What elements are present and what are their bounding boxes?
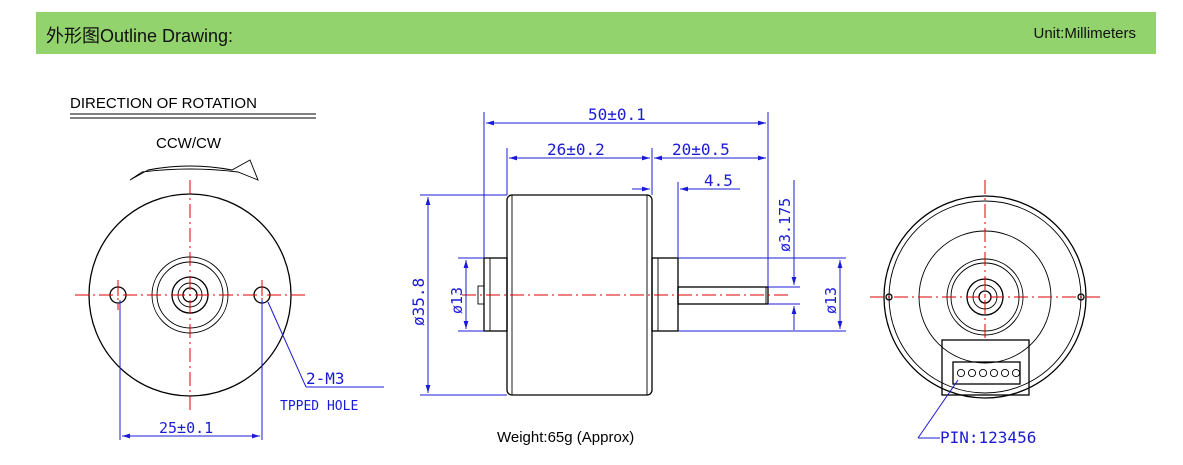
- pin-leader-line: [917, 379, 959, 439]
- rear-bearing-cap: [477, 285, 485, 305]
- header-bar: 外形图Outline Drawing: Unit:Millimeters: [36, 12, 1156, 54]
- rear-mark-right: [1077, 293, 1085, 301]
- shaft-diameter-label: ø3.175: [776, 198, 794, 252]
- rotation-arrow-icon: [129, 159, 259, 181]
- overall-length-label: 50±0.1: [588, 105, 646, 124]
- connector-pin-5: [1000, 368, 1010, 378]
- rear-mark-left: [885, 293, 893, 301]
- hole-label: 2-M3: [306, 369, 345, 388]
- weight-label: Weight:65g (Approx): [497, 429, 634, 446]
- body-length-label: 26±0.2: [547, 140, 605, 159]
- connector-pin-6: [1011, 368, 1021, 378]
- unit-label: Unit:Millimeters: [1033, 25, 1136, 42]
- rear-view: PIN:123456: [870, 180, 1100, 447]
- connector-pin-4: [989, 368, 999, 378]
- hole-spacing-label: 25±0.1: [159, 419, 213, 437]
- header-title: 外形图Outline Drawing:: [46, 22, 233, 48]
- shaft-length-label: 20±0.5: [672, 140, 730, 159]
- side-view: 50±0.1 26±0.2 20±0.5 4.5 ø3.175 ø13 ø13: [409, 105, 846, 446]
- hole-sub-label: TPPED HOLE: [280, 399, 358, 414]
- boss-diameter-right-label: ø13: [822, 287, 840, 314]
- hole-leader-line: [267, 301, 307, 388]
- front-view: DIRECTION OF ROTATION CCW/CW 25±0.1 2-M3…: [70, 95, 384, 440]
- rotation-label: CCW/CW: [156, 135, 222, 152]
- connector-pin-2: [967, 368, 977, 378]
- step-length-label: 4.5: [704, 171, 733, 190]
- connector-housing: [941, 339, 1030, 396]
- boss-diameter-left-label: ø13: [448, 287, 466, 314]
- connector-pin-1: [956, 368, 966, 378]
- body-diameter-label: ø35.8: [409, 278, 428, 326]
- connector-pin-3: [978, 368, 988, 378]
- header-title-cn: 外形图: [46, 26, 100, 47]
- direction-label: DIRECTION OF ROTATION: [70, 95, 257, 112]
- header-title-en: Outline Drawing:: [100, 26, 234, 46]
- pin-label: PIN:123456: [940, 428, 1036, 447]
